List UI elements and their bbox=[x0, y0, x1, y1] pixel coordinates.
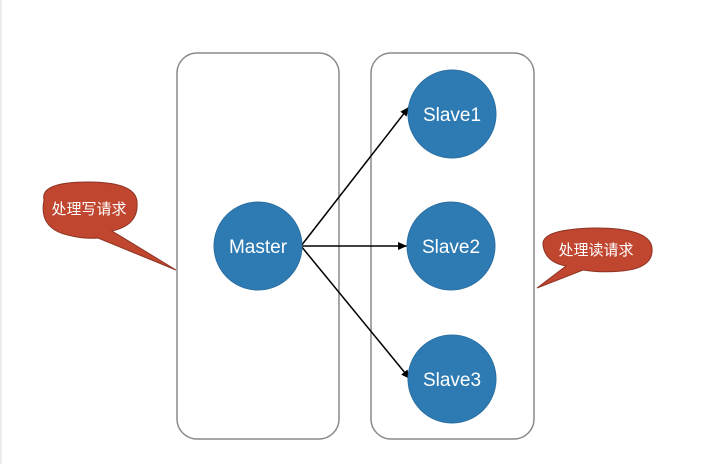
slave1-node-label: Slave1 bbox=[423, 105, 481, 126]
edge-master-slave3 bbox=[300, 245, 411, 380]
slave2-node: Slave2 bbox=[406, 201, 496, 291]
edge-master-slave1 bbox=[300, 106, 410, 247]
slave1-node-circle bbox=[407, 69, 497, 159]
read-callout: 处理读请求 bbox=[536, 227, 653, 289]
slave2-node-circle bbox=[406, 201, 496, 291]
master-node: Master bbox=[213, 201, 303, 291]
slave3-node-circle bbox=[407, 334, 497, 424]
write-callout-bubble bbox=[42, 181, 177, 271]
read-callout-bubble bbox=[536, 227, 653, 289]
master-node-label: Master bbox=[229, 237, 288, 258]
slave3-node-label: Slave3 bbox=[423, 370, 481, 391]
write-callout: 处理写请求 bbox=[42, 181, 177, 271]
write-callout-label: 处理写请求 bbox=[51, 200, 126, 218]
slave3-node: Slave3 bbox=[407, 334, 497, 424]
master-node-circle bbox=[213, 201, 303, 291]
slave1-node: Slave1 bbox=[407, 69, 497, 159]
read-callout-label: 处理读请求 bbox=[558, 241, 633, 259]
slave2-node-label: Slave2 bbox=[422, 237, 480, 258]
